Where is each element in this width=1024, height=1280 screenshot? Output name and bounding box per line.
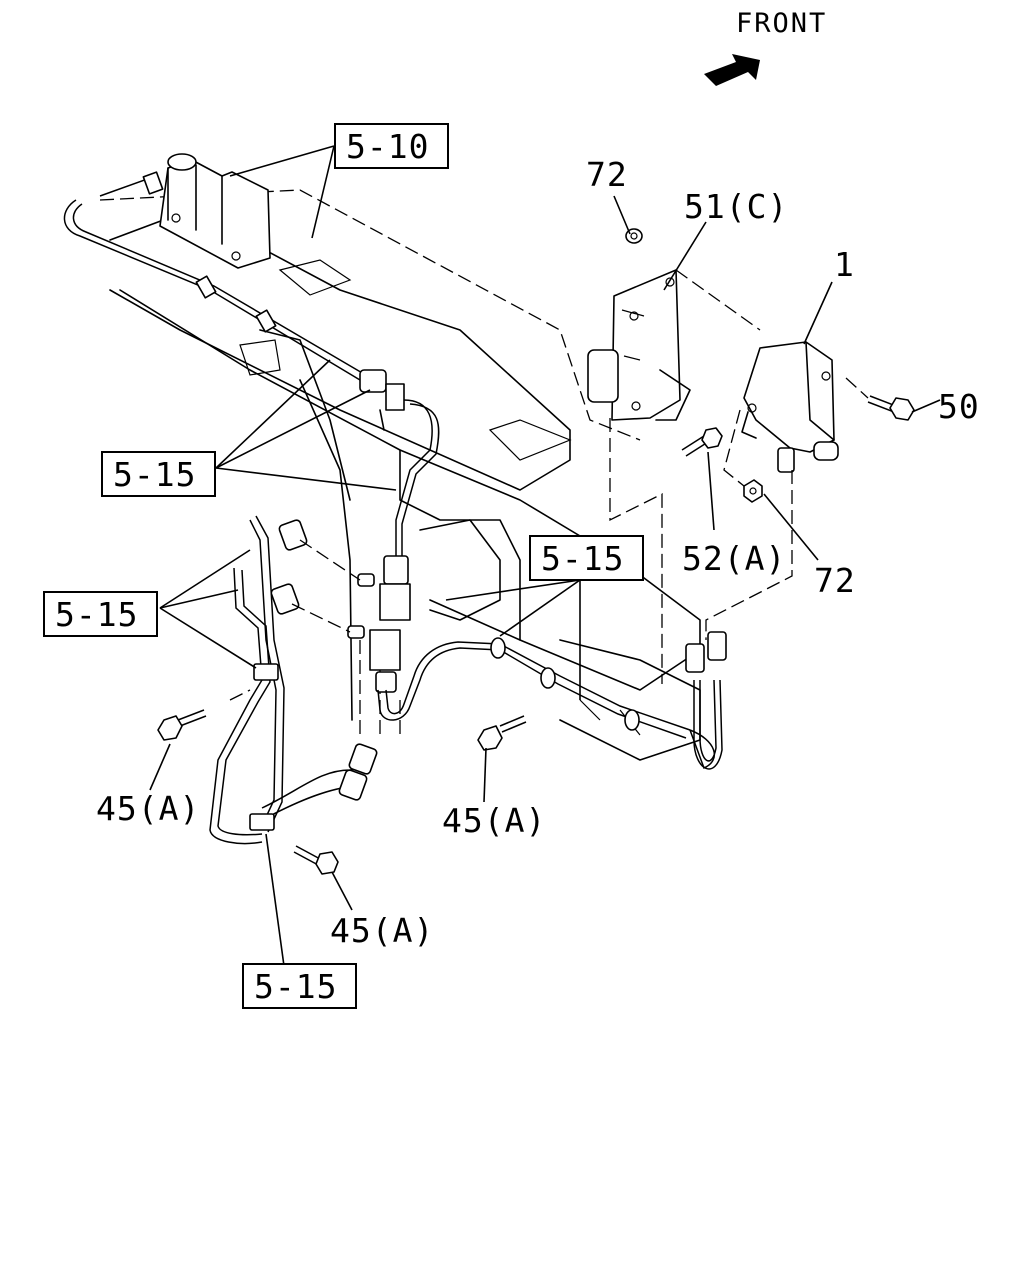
ref-box-5-10-label: 5-10	[346, 127, 429, 166]
part-label-51c: 51(C)	[684, 187, 788, 226]
left-pipes	[209, 515, 378, 845]
fasteners	[157, 228, 915, 875]
ref-box-5-15-upper-left[interactable]: 5-15	[101, 451, 216, 497]
front-arrow-icon	[704, 54, 760, 86]
upper-bracket	[63, 153, 365, 381]
ref-box-5-15-bottom-label: 5-15	[254, 967, 337, 1006]
upper-junction	[359, 369, 440, 560]
bolt-52a	[681, 427, 723, 457]
part-label-72-bottom: 72	[814, 561, 856, 600]
ref-box-5-10[interactable]: 5-10	[334, 123, 449, 169]
bolt-45a-left	[157, 709, 207, 741]
ref-box-5-15-upper-left-label: 5-15	[113, 455, 196, 494]
front-indicator: FRONT	[704, 8, 827, 86]
part-label-50: 50	[938, 387, 980, 426]
bolt-50	[845, 377, 915, 421]
bolt-45a-center	[477, 715, 527, 751]
leader-lines	[149, 145, 941, 967]
part-label-45a-bottom: 45(A)	[330, 911, 434, 950]
ref-box-5-15-center-label: 5-15	[541, 539, 624, 578]
ref-box-5-15-bottom[interactable]: 5-15	[242, 963, 357, 1009]
part-label-45a-left: 45(A)	[96, 789, 200, 828]
part-label-1: 1	[834, 245, 855, 284]
part-label-45a-center: 45(A)	[442, 801, 546, 840]
ref-box-5-15-center[interactable]: 5-15	[529, 535, 644, 581]
bracket-plate	[587, 269, 761, 684]
right-pipes	[685, 631, 727, 770]
component-1	[741, 341, 839, 473]
ref-box-5-15-left-label: 5-15	[55, 595, 138, 634]
reference-boxes: 5-10 5-15 5-15 5-15 5-15	[43, 123, 644, 1009]
ref-box-5-15-left[interactable]: 5-15	[43, 591, 158, 637]
part-label-72-top: 72	[586, 155, 628, 194]
front-label: FRONT	[736, 8, 827, 39]
nut-72-bottom	[743, 479, 763, 503]
part-label-52a: 52(A)	[682, 539, 786, 578]
bolt-45a-bottom	[293, 845, 339, 875]
part-labels: 72 51(C) 1 50 52(A) 72 45(A) 45(A) 45(A)	[96, 155, 980, 950]
central-fittings	[347, 555, 691, 739]
